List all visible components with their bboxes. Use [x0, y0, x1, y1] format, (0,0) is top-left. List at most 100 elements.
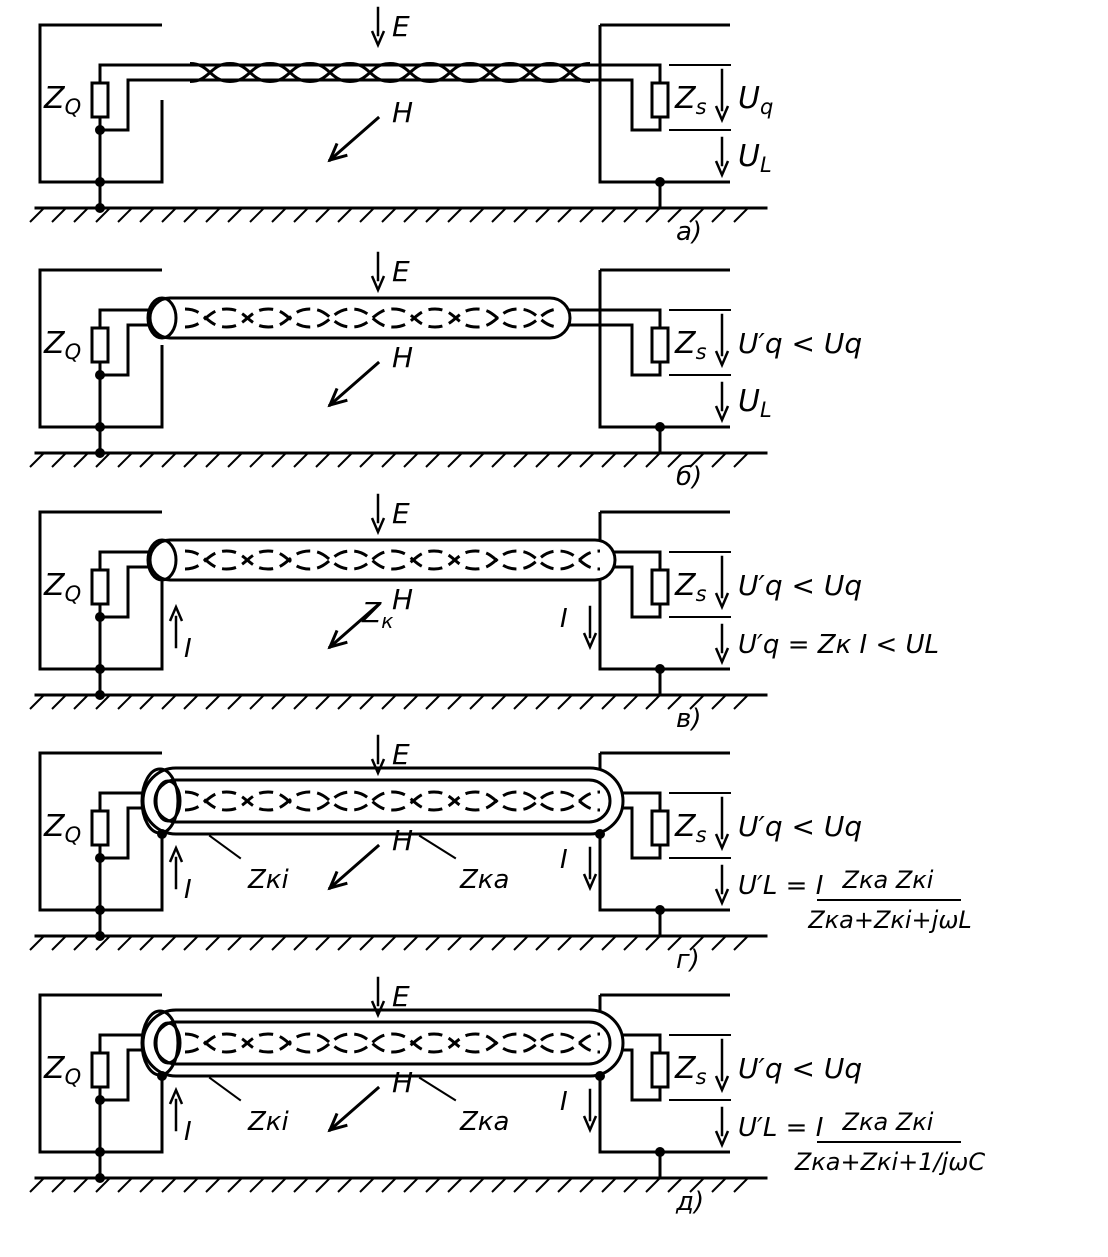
zs-label: Zs: [674, 568, 707, 606]
h-field-arrow-shaft: [327, 1085, 381, 1133]
zka-leader: [418, 1076, 457, 1102]
h-field-label: H: [392, 96, 413, 129]
e-field-arrow-head: [370, 275, 386, 294]
current-arrow-left-head: [168, 1086, 184, 1105]
left-wire-lower: [100, 565, 162, 619]
current-label-left: I: [184, 1117, 192, 1147]
h-field-label: H: [392, 583, 413, 616]
ground-junction-dot: [655, 664, 665, 674]
uq-arrow-head: [714, 350, 730, 369]
shield-end-ellipse: [146, 296, 178, 340]
zs-resistor: [650, 568, 670, 606]
h-field-arrow-head: [327, 870, 348, 891]
cable-shield: [148, 538, 617, 582]
h-field-label: H: [392, 1066, 413, 1099]
h-field-arrow-head: [327, 629, 348, 650]
panel-caption: б): [676, 462, 702, 492]
junction-dot: [95, 203, 105, 213]
ul-arrow-head: [714, 160, 730, 179]
zq-resistor: [90, 568, 110, 606]
zka-label: Zкa: [459, 1107, 509, 1137]
twisted-pair-conductor: [184, 1032, 601, 1054]
left-wire-lower: [100, 78, 162, 132]
zs-resistor: [650, 1051, 670, 1089]
right-enclosure: [598, 270, 730, 429]
h-field-label: H: [392, 824, 413, 857]
current-label-left: I: [184, 634, 192, 664]
zki-label: Zкi: [247, 865, 290, 895]
zki-leader: [208, 1076, 242, 1102]
ul-arrow-head: [714, 888, 730, 907]
zka-leader: [418, 834, 457, 860]
panel-caption: г): [676, 945, 700, 975]
right-wire-lower: [600, 78, 662, 132]
zk-label: Zк: [361, 596, 393, 633]
e-field-arrow-head: [370, 758, 386, 777]
junction-dot: [95, 177, 105, 187]
ground-hatch: [29, 1177, 749, 1193]
right-wire-upper: [600, 63, 662, 83]
ul-label: U′L = I: [738, 1113, 823, 1143]
panel-caption: д): [675, 1187, 704, 1217]
junction-dot: [595, 1071, 605, 1081]
h-field-arrow-shaft: [327, 115, 381, 163]
twisted-pair-conductor: [189, 61, 591, 84]
twisted-pair-conductor: [189, 61, 591, 84]
e-field-label: E: [392, 497, 410, 530]
zq-label: ZQ: [43, 81, 81, 119]
right-enclosure: [598, 25, 730, 184]
e-field-label: E: [392, 980, 410, 1013]
twisted-pair-conductor: [184, 1032, 601, 1054]
uq-label: Uq: [738, 81, 773, 119]
current-label-right: I: [560, 845, 568, 875]
zki-label: Zкi: [247, 1107, 290, 1137]
left-wire-upper: [98, 550, 162, 560]
twisted-pair-conductor: [184, 307, 561, 329]
fraction-numerator: Zкa Zкi: [842, 866, 934, 894]
zka-label: Zкa: [459, 865, 509, 895]
junction-dot: [95, 690, 105, 700]
e-field-arrow-head: [370, 1000, 386, 1019]
twisted-pair-conductor: [184, 790, 601, 812]
zq-label: ZQ: [43, 809, 81, 847]
left-enclosure: [38, 23, 164, 184]
e-field-label: E: [392, 738, 410, 771]
junction-dot: [95, 931, 105, 941]
e-field-label: E: [392, 255, 410, 288]
zq-label: ZQ: [43, 568, 81, 606]
ground-junction-dot: [655, 177, 665, 187]
current-label-right: I: [560, 604, 568, 634]
zq-resistor: [90, 81, 110, 119]
uq-arrow-head: [714, 833, 730, 852]
zq-resistor: [90, 809, 110, 847]
ground-junction-dot: [655, 1147, 665, 1157]
cable-shield: [148, 296, 572, 340]
ground-hatch: [29, 935, 749, 951]
panel-caption: а): [676, 217, 702, 247]
current-arrow-left-head: [168, 603, 184, 622]
junction-dot: [95, 422, 105, 432]
right-wire-lower: [600, 565, 662, 619]
h-field-arrow-shaft: [327, 602, 381, 650]
zki-leader: [208, 834, 242, 860]
h-field-arrow-shaft: [327, 843, 381, 891]
junction-dot: [157, 829, 167, 839]
zs-label: Zs: [674, 81, 707, 119]
right-wire-upper: [600, 308, 662, 328]
zq-label: ZQ: [43, 1051, 81, 1089]
ground-hatch: [29, 207, 749, 223]
inner-shield: [153, 1020, 612, 1066]
current-arrow-left-head: [168, 844, 184, 863]
left-wire-lower: [100, 323, 162, 377]
h-field-arrow-head: [327, 1112, 348, 1133]
uq-arrow-head: [714, 1075, 730, 1094]
ul-label: UL: [738, 384, 772, 422]
junction-dot: [95, 1147, 105, 1157]
fraction-denominator: Zкa+Zкi+jωL: [807, 906, 972, 934]
ul-arrow-head: [714, 405, 730, 424]
